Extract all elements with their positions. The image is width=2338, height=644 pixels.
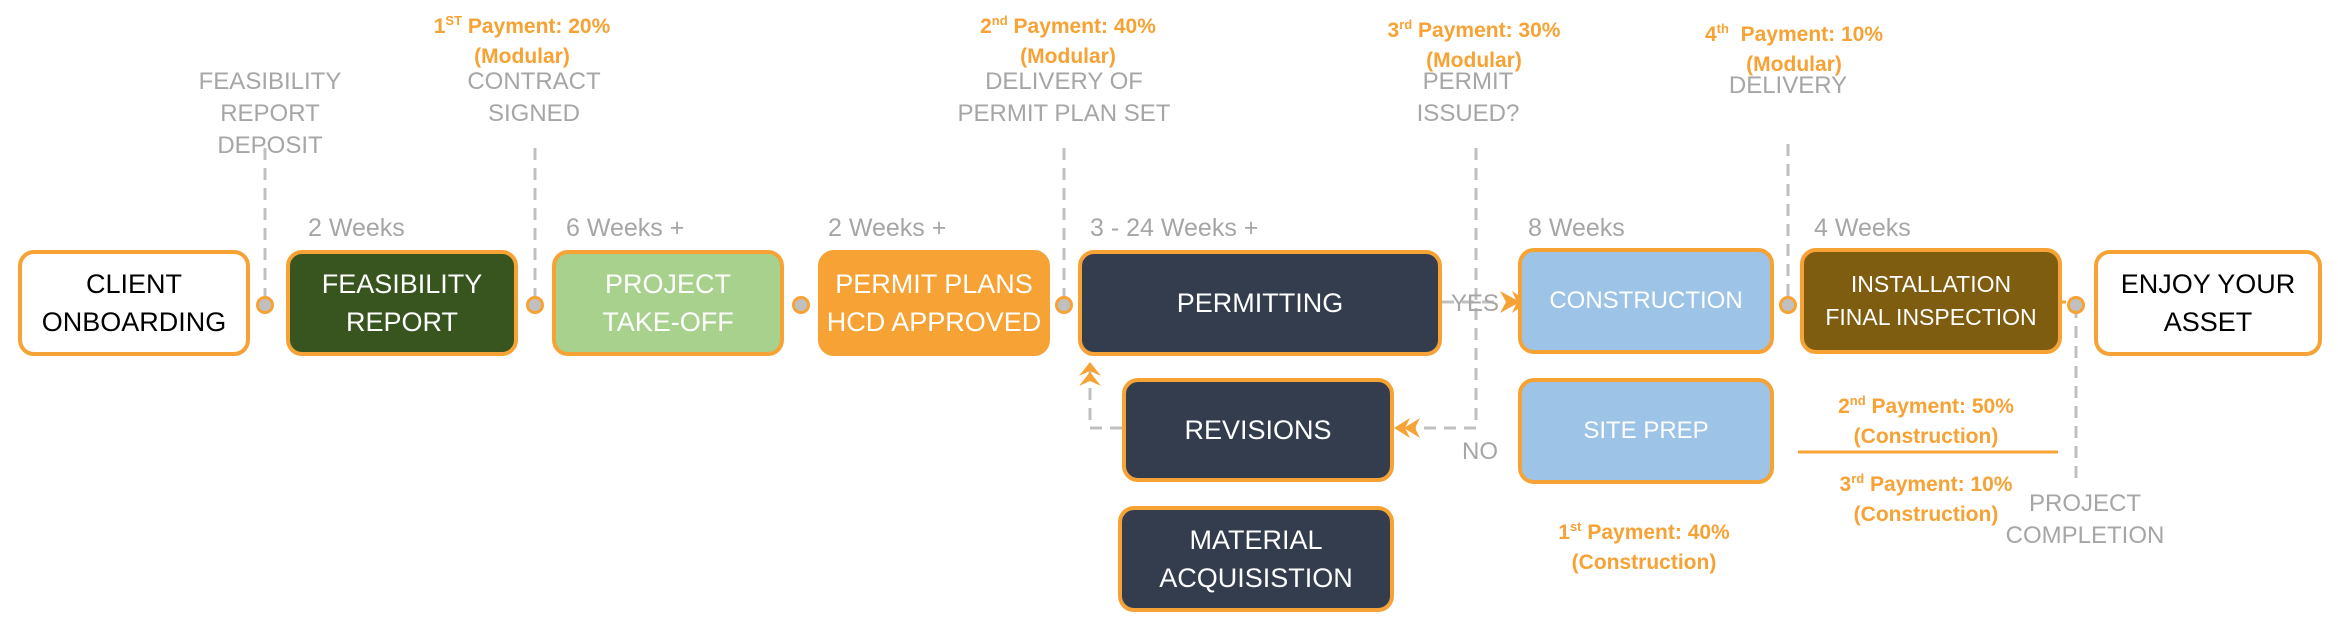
milestone-dot <box>2067 296 2085 314</box>
delivery-permit-label: DELIVERY OF PERMIT PLAN SET <box>957 68 1171 127</box>
milestone-dot <box>1779 296 1797 314</box>
no-branch-label: NO <box>1462 438 1498 465</box>
step-label: HCD APPROVED <box>826 307 1042 337</box>
step-label: ONBOARDING <box>41 307 227 337</box>
step-label: PERMITTING <box>1176 288 1344 318</box>
permit-plans-step: PERMIT PLANS HCD APPROVED <box>818 250 1050 356</box>
project-takeoff-step: PROJECT TAKE-OFF <box>552 250 784 356</box>
delivery-label: DELIVERY <box>1728 72 1848 99</box>
yes-branch-label: YES <box>1450 290 1500 317</box>
payment-2-modular: 2nd Payment: 40% (Modular) <box>980 13 1156 68</box>
duration-label: 2 Weeks <box>308 214 405 242</box>
step-label: ACQUISISTION <box>1159 563 1353 593</box>
step-label: FEASIBILITY <box>321 269 483 299</box>
step-label: FINAL INSPECTION <box>1825 304 2037 330</box>
material-acquisition-step: MATERIAL ACQUISISTION <box>1118 506 1394 612</box>
step-label: SITE PREP <box>1583 417 1709 444</box>
milestone-dot <box>256 296 274 314</box>
contract-signed-label: CONTRACT SIGNED <box>467 68 601 127</box>
payment-4-modular: 4th Payment: 10% (Modular) <box>1704 21 1884 76</box>
permit-issued-label: PERMIT ISSUED? <box>1416 68 1520 127</box>
step-label: REVISIONS <box>1184 415 1332 445</box>
permitting-step: PERMITTING <box>1078 250 1442 356</box>
step-label: CONSTRUCTION <box>1549 287 1743 314</box>
step-label: MATERIAL <box>1189 525 1323 555</box>
milestone-dot <box>1055 296 1073 314</box>
step-label: CLIENT <box>85 269 183 299</box>
duration-label: 3 - 24 Weeks + <box>1090 214 1259 242</box>
step-label: ENJOY YOUR <box>2120 269 2296 299</box>
construction-step: CONSTRUCTION <box>1518 248 1774 354</box>
step-label: INSTALLATION <box>1850 271 2012 297</box>
milestone-dot <box>526 296 544 314</box>
payment-2-construction: 2nd Payment: 50% (Construction) <box>1838 393 2014 448</box>
step-label: PROJECT <box>604 269 731 299</box>
step-label: ASSET <box>2163 307 2253 337</box>
feasibility-report-step: FEASIBILITY REPORT <box>286 250 518 356</box>
duration-label: 2 Weeks + <box>828 214 947 242</box>
duration-label: 4 Weeks <box>1814 214 1911 242</box>
payment-3-construction: 3rd Payment: 10% (Construction) <box>1839 471 2013 526</box>
client-onboarding-step: CLIENT ONBOARDING <box>18 250 250 356</box>
payment-1-construction: 1st Payment: 40% (Construction) <box>1558 519 1730 574</box>
step-label: REPORT <box>345 307 459 337</box>
milestone-dot <box>792 296 810 314</box>
installation-step: INSTALLATION FINAL INSPECTION <box>1800 248 2062 354</box>
feasibility-deposit-label: FEASIBILITY REPORT DEPOSIT <box>198 68 342 159</box>
revisions-step: REVISIONS <box>1122 378 1394 482</box>
payment-1-modular: 1ST Payment: 20% (Modular) <box>433 13 611 68</box>
duration-label: 8 Weeks <box>1528 214 1625 242</box>
project-completion-label: PROJECT COMPLETION <box>2005 490 2165 549</box>
site-prep-step: SITE PREP <box>1518 378 1774 484</box>
duration-label: 6 Weeks + <box>566 214 685 242</box>
step-label: PERMIT PLANS <box>835 269 1033 299</box>
payment-3-modular: 3rd Payment: 30% (Modular) <box>1387 17 1561 72</box>
enjoy-asset-step: ENJOY YOUR ASSET <box>2094 250 2322 356</box>
step-label: TAKE-OFF <box>602 307 734 337</box>
